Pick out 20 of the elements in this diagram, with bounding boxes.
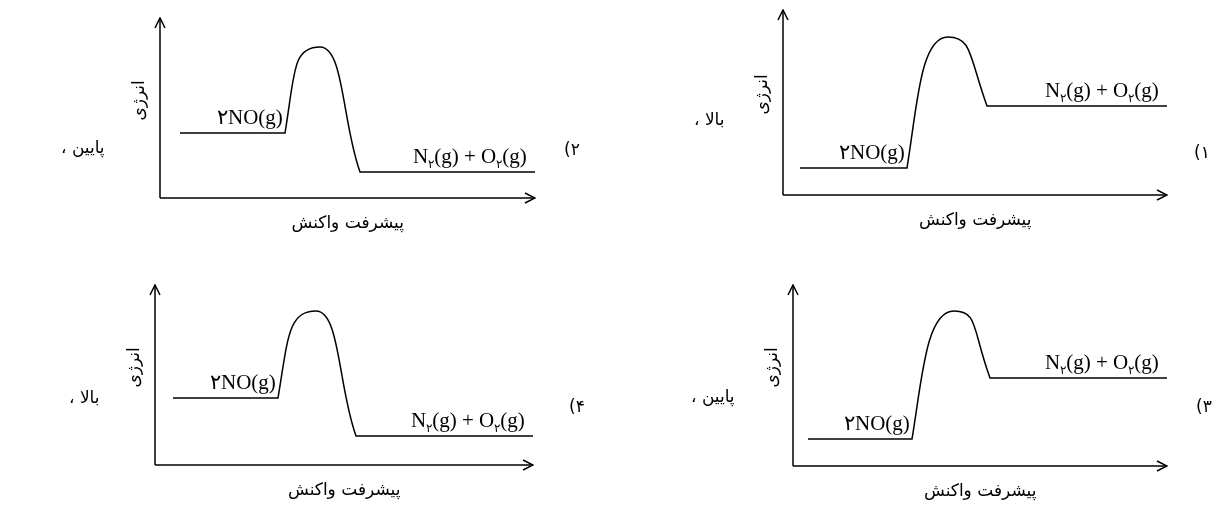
answer-text: بالا ، [694,110,725,129]
answer-text: پایین ، [691,387,735,406]
reactant-label: ۲NO(g) [210,371,276,395]
option-number: ۱) [1194,143,1210,162]
axis-label: انرژی [128,79,148,120]
axis-label: انرژی [751,74,771,115]
option-number: ۲) [564,140,580,159]
axis-label: پیشرفت واکنش [291,213,404,232]
reactant-label: ۲NO(g) [217,106,283,130]
axis-label: پیشرفت واکنش [924,481,1037,500]
reactant-label: ۲NO(g) [844,412,910,436]
axis-label: پیشرفت واکنش [288,480,401,499]
axis-label: انرژی [123,346,143,387]
option-number: ۴) [569,397,585,416]
axis-label: پیشرفت واکنش [919,210,1032,229]
axis-label: انرژی [761,347,781,388]
answer-text: پایین ، [61,138,105,157]
answer-text: بالا ، [69,388,100,407]
reactant-label: ۲NO(g) [839,141,905,165]
option-number: ۳) [1196,397,1212,416]
